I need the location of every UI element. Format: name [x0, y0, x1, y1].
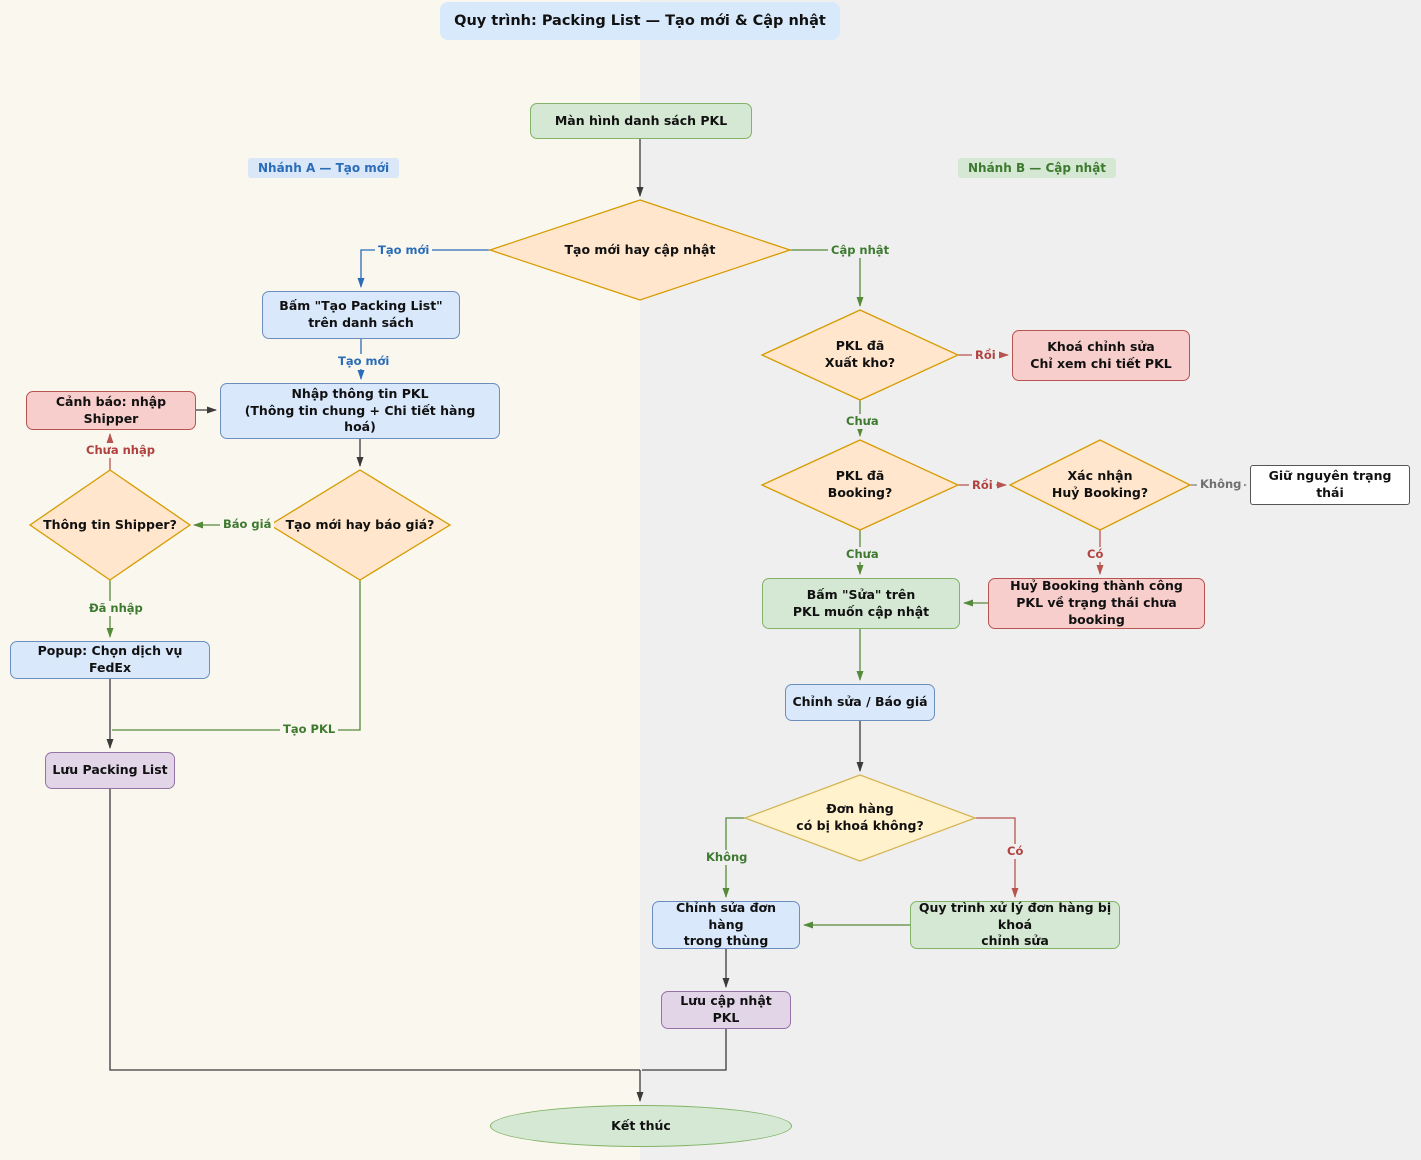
node-input-info-label: Nhập thông tin PKL (Thông tin chung + Ch… [244, 385, 476, 435]
node-edit-order-label: Chỉnh sửa đơn hàng trong thùng [675, 899, 777, 949]
edge-label-chua-2: Chưa [843, 547, 882, 562]
edge-label-cap-nhat: Cập nhật [828, 243, 893, 258]
node-create-click: Bấm "Tạo Packing List" trên danh sách [262, 291, 460, 339]
node-decision-main-label: Tạo mới hay cập nhật [564, 241, 716, 257]
node-keep-status-label: Giữ nguyên trạng thái [1268, 468, 1392, 500]
edge-label-roi-2: Rồi [969, 478, 996, 493]
node-save-update-label: Lưu cập nhật PKL [680, 993, 772, 1025]
node-decision-quote: Tạo mới hay báo giá? [270, 470, 450, 580]
diamond-shape [745, 775, 975, 861]
edge-label-tao-moi-1: Tạo mới [375, 243, 433, 258]
node-decision-quote-label: Tạo mới hay báo giá? [285, 516, 435, 532]
node-decision-cancel-booking: Xác nhận Huỷ Booking? [1010, 440, 1190, 530]
branch-b-label: Nhánh B — Cập nhật [958, 158, 1117, 178]
edge-label-tao-pkl: Tạo PKL [280, 722, 339, 737]
branch-a-label: Nhánh A — Tạo mới [248, 158, 400, 178]
node-click-edit: Bấm "Sửa" trên PKL muốn cập nhật [762, 578, 960, 629]
edge-label-roi-1: Rồi [972, 348, 999, 363]
node-cancel-success: Huỷ Booking thành công PKL về trạng thái… [988, 578, 1205, 629]
node-end: Kết thúc [490, 1105, 792, 1147]
node-warning-shipper-label: Cảnh báo: nhập Shipper [55, 393, 167, 426]
node-start-label: Màn hình danh sách PKL [554, 112, 728, 128]
diamond-shape [490, 200, 790, 300]
node-locked-view-label: Khoá chỉnh sửa Chỉ xem chi tiết PKL [1030, 338, 1172, 371]
node-decision-shipped-label: PKL đã Xuất kho? [824, 338, 896, 370]
node-decision-order-locked: Đơn hàng có bị khoá không? [745, 775, 975, 861]
node-keep-status: Giữ nguyên trạng thái [1250, 465, 1410, 505]
node-decision-main: Tạo mới hay cập nhật [490, 200, 790, 300]
node-decision-order-locked-label: Đơn hàng có bị khoá không? [796, 801, 924, 833]
node-edit-quote: Chỉnh sửa / Báo giá [785, 684, 935, 721]
diagram-title: Quy trình: Packing List — Tạo mới & Cập … [440, 2, 840, 40]
node-start: Màn hình danh sách PKL [530, 103, 752, 139]
edge-label-khong-1: Không [1197, 477, 1245, 492]
node-decision-shipper-label: Thông tin Shipper? [43, 516, 177, 532]
edge-label-bao-gia: Báo giá [220, 517, 275, 532]
node-decision-booking: PKL đã Booking? [762, 440, 958, 530]
node-end-label: Kết thúc [611, 1117, 671, 1133]
node-locked-view: Khoá chỉnh sửa Chỉ xem chi tiết PKL [1012, 330, 1190, 381]
diagram-title-text: Quy trình: Packing List — Tạo mới & Cập … [454, 13, 826, 29]
edge-label-chua-1: Chưa [843, 414, 882, 429]
node-input-info: Nhập thông tin PKL (Thông tin chung + Ch… [220, 383, 500, 439]
node-popup-fedex-label: Popup: Chọn dịch vụ FedEx [37, 643, 183, 675]
edge-label-tao-moi-2: Tạo mới [335, 354, 393, 369]
node-locked-process-label: Quy trình xử lý đơn hàng bị khoá chỉnh s… [918, 899, 1112, 949]
node-save-pkl: Lưu Packing List [45, 752, 175, 789]
node-decision-shipped: PKL đã Xuất kho? [762, 310, 958, 400]
node-save-pkl-label: Lưu Packing List [52, 762, 168, 778]
edge-label-chua-nhap: Chưa nhập [83, 443, 158, 458]
node-locked-process: Quy trình xử lý đơn hàng bị khoá chỉnh s… [910, 899, 1120, 949]
node-decision-cancel-booking-label: Xác nhận Huỷ Booking? [1051, 468, 1149, 500]
node-save-update: Lưu cập nhật PKL [661, 991, 791, 1029]
node-edit-order: Chỉnh sửa đơn hàng trong thùng [652, 899, 800, 949]
edge-label-da-nhap: Đã nhập [86, 601, 146, 616]
edge-label-co-1: Có [1084, 547, 1107, 562]
node-decision-booking-label: PKL đã Booking? [827, 468, 893, 500]
node-decision-shipper: Thông tin Shipper? [30, 470, 190, 580]
node-click-edit-label: Bấm "Sửa" trên PKL muốn cập nhật [792, 586, 930, 619]
node-warning-shipper: Cảnh báo: nhập Shipper [26, 391, 196, 430]
edge-label-co-2: Có [1004, 844, 1027, 859]
edge-label-khong-2: Không [703, 850, 751, 865]
node-popup-fedex: Popup: Chọn dịch vụ FedEx [10, 641, 210, 679]
node-cancel-success-label: Huỷ Booking thành công PKL về trạng thái… [1010, 578, 1183, 627]
node-create-click-label: Bấm "Tạo Packing List" trên danh sách [279, 298, 443, 330]
node-edit-quote-label: Chỉnh sửa / Báo giá [792, 694, 928, 710]
